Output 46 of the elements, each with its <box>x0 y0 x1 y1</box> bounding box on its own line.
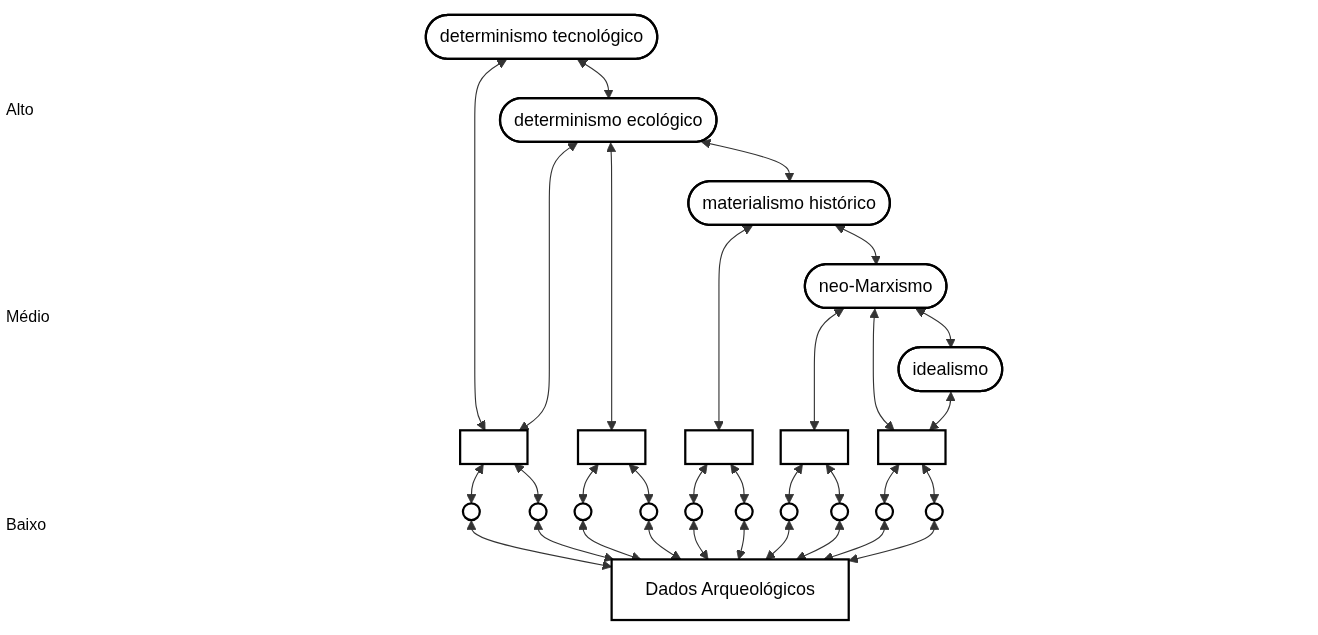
circle-node <box>573 502 593 522</box>
arrow <box>784 463 803 504</box>
arrow <box>519 142 578 431</box>
arrow <box>825 463 845 504</box>
square-node <box>877 429 947 466</box>
arrow <box>929 391 956 431</box>
theory-box: Dados Arqueológicos <box>610 558 850 622</box>
arrow <box>474 59 507 431</box>
arrow <box>765 520 795 560</box>
square-node <box>576 429 647 466</box>
square-node <box>684 429 754 466</box>
circle-node <box>461 502 481 522</box>
arrow <box>848 520 940 564</box>
arrow <box>730 463 750 504</box>
arrow <box>736 520 750 560</box>
theory-box: idealismo <box>897 346 1004 393</box>
theory-box: materialismo histórico <box>687 180 891 226</box>
arrow <box>809 308 844 431</box>
arrow <box>869 308 895 431</box>
arrow <box>879 463 900 504</box>
circle-node <box>874 502 895 522</box>
circle-node <box>830 502 850 522</box>
level-label: Baixo <box>6 516 48 535</box>
arrow <box>628 463 654 504</box>
level-label: Alto <box>6 100 35 119</box>
arrow <box>514 463 544 504</box>
circle-node <box>924 502 944 522</box>
square-node <box>459 429 529 466</box>
arrow <box>688 520 709 560</box>
arrow <box>922 463 940 504</box>
arrow <box>688 463 708 504</box>
circle-node <box>684 502 704 522</box>
square-node <box>779 429 850 466</box>
arrow <box>578 463 599 504</box>
circle-node <box>528 502 548 522</box>
arrow <box>643 520 682 560</box>
circle-node <box>639 502 659 522</box>
arrow <box>606 142 617 431</box>
arrow <box>714 225 753 431</box>
theory-box: determinismo tecnológico <box>424 13 659 60</box>
circle-node <box>779 502 799 522</box>
arrow <box>466 463 484 504</box>
circle-node <box>734 502 754 522</box>
theory-box: determinismo ecológico <box>498 96 718 143</box>
theory-box: neo-Marxismo <box>803 263 948 310</box>
level-label: Médio <box>6 308 51 327</box>
